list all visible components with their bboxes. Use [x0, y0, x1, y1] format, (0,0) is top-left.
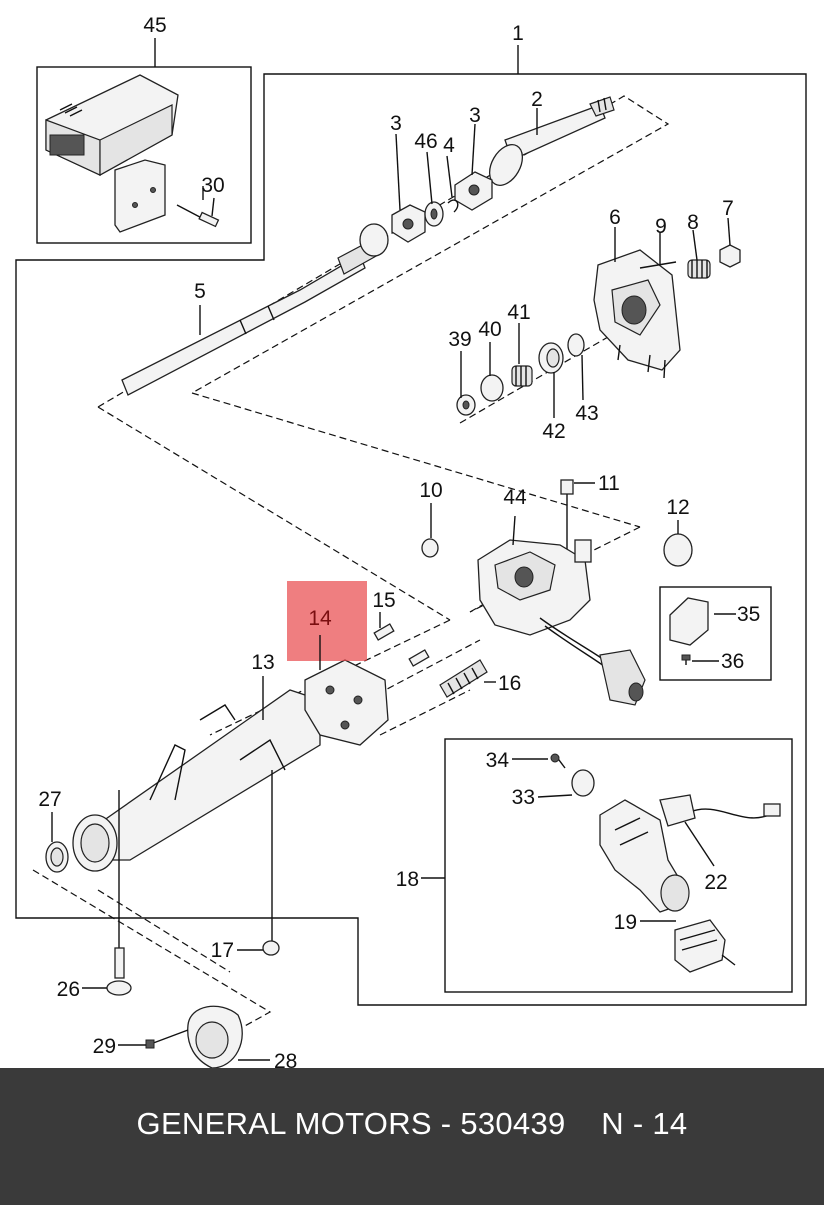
part-45-module — [45, 74, 179, 233]
footer-caption: GENERAL MOTORS - 530439 N - 14 — [0, 1106, 824, 1142]
part-6-housing — [593, 249, 681, 379]
footer-brand: GENERAL MOTORS — [136, 1106, 432, 1141]
callout-13: 13 — [251, 651, 274, 674]
leader-lines — [51, 108, 736, 1061]
highlight-part-14[interactable]: 14 — [287, 581, 367, 670]
callout-34: 34 — [486, 749, 510, 772]
callout-39: 39 — [448, 328, 471, 351]
callout-labels: 1 45 2 3 3 46 4 30 5 6 9 8 7 39 40 41 42… — [38, 14, 760, 1068]
part-42-bushing — [538, 342, 564, 374]
part-46-ring — [424, 201, 444, 227]
part-43-clip — [567, 333, 585, 357]
part-12-cap — [663, 533, 693, 567]
callout-46: 46 — [414, 130, 437, 153]
part-2-upper-shaft — [488, 96, 615, 186]
callout-2: 2 — [531, 88, 543, 111]
part-9-screw — [639, 232, 677, 269]
callout-11: 11 — [598, 472, 620, 495]
part-40-ring — [480, 374, 504, 402]
part-22-connector — [659, 794, 781, 827]
callout-35: 35 — [737, 603, 760, 626]
part-28-collar — [187, 1005, 243, 1068]
callout-19: 19 — [614, 911, 637, 934]
part-4-clip — [447, 199, 459, 213]
callout-42: 42 — [542, 420, 565, 443]
steering-column-exploded-diagram: 14 1 45 2 3 3 46 4 30 5 6 9 8 7 39 40 41… — [15, 14, 807, 1068]
part-18-lock-cylinder — [599, 799, 690, 913]
part-27-ring — [45, 841, 69, 873]
callout-3b: 3 — [469, 104, 481, 127]
callout-40: 40 — [478, 318, 501, 341]
callout-26: 26 — [57, 978, 80, 1001]
part-5-lower-shaft — [121, 223, 389, 396]
callout-30: 30 — [201, 174, 224, 197]
callout-27: 27 — [38, 788, 61, 811]
part-44-lock-housing — [477, 539, 646, 706]
part-36-screw — [681, 654, 691, 665]
part-29-screw — [145, 1029, 189, 1049]
callout-45: 45 — [143, 14, 166, 37]
callout-10: 10 — [419, 479, 442, 502]
part-30-screw — [176, 197, 220, 228]
part-13-column-tube — [72, 689, 321, 872]
part-17-nut — [262, 770, 280, 956]
callout-16: 16 — [498, 672, 521, 695]
highlight-label: 14 — [308, 607, 332, 630]
part-8-spring — [687, 229, 711, 279]
footer-part-number: 530439 — [460, 1106, 566, 1141]
part-15-screws — [373, 623, 430, 667]
callout-3a: 3 — [390, 112, 402, 135]
part-35-trim-piece — [669, 597, 709, 646]
part-10-bushing — [421, 538, 439, 558]
footer-position-ref: N - 14 — [601, 1106, 688, 1141]
footer-gap — [566, 1106, 602, 1141]
callout-8: 8 — [687, 211, 699, 234]
callout-36: 36 — [721, 650, 744, 673]
part-16-spring — [439, 659, 488, 698]
part-39-washer — [456, 394, 476, 416]
callout-4: 4 — [443, 134, 455, 157]
callout-15: 15 — [372, 589, 395, 612]
callout-43: 43 — [575, 402, 598, 425]
callout-22: 22 — [704, 871, 727, 894]
callout-41: 41 — [507, 301, 530, 324]
callout-44: 44 — [503, 486, 527, 509]
frame-outlines — [15, 38, 807, 1006]
callout-17: 17 — [211, 939, 234, 962]
part-7-nut — [719, 217, 741, 268]
footer-banner: GENERAL MOTORS - 530439 N - 14 — [0, 1068, 824, 1205]
footer-separator: - — [431, 1106, 461, 1141]
part-14-bracket — [304, 659, 389, 746]
callout-28: 28 — [274, 1050, 297, 1068]
part-41-spring — [511, 365, 533, 387]
part-34-screw — [550, 753, 566, 769]
callout-18: 18 — [396, 868, 419, 891]
callout-9: 9 — [655, 215, 667, 238]
callout-33: 33 — [512, 786, 535, 809]
part-33-cap — [571, 769, 595, 797]
callout-29: 29 — [93, 1035, 116, 1058]
callout-1: 1 — [512, 22, 524, 45]
part-3-coupling — [391, 171, 493, 243]
callout-12: 12 — [666, 496, 689, 519]
callout-7: 7 — [722, 197, 734, 220]
part-19-switch — [674, 919, 736, 973]
callout-6: 6 — [609, 206, 621, 229]
highlight-box — [287, 581, 367, 661]
callout-5: 5 — [194, 280, 206, 303]
